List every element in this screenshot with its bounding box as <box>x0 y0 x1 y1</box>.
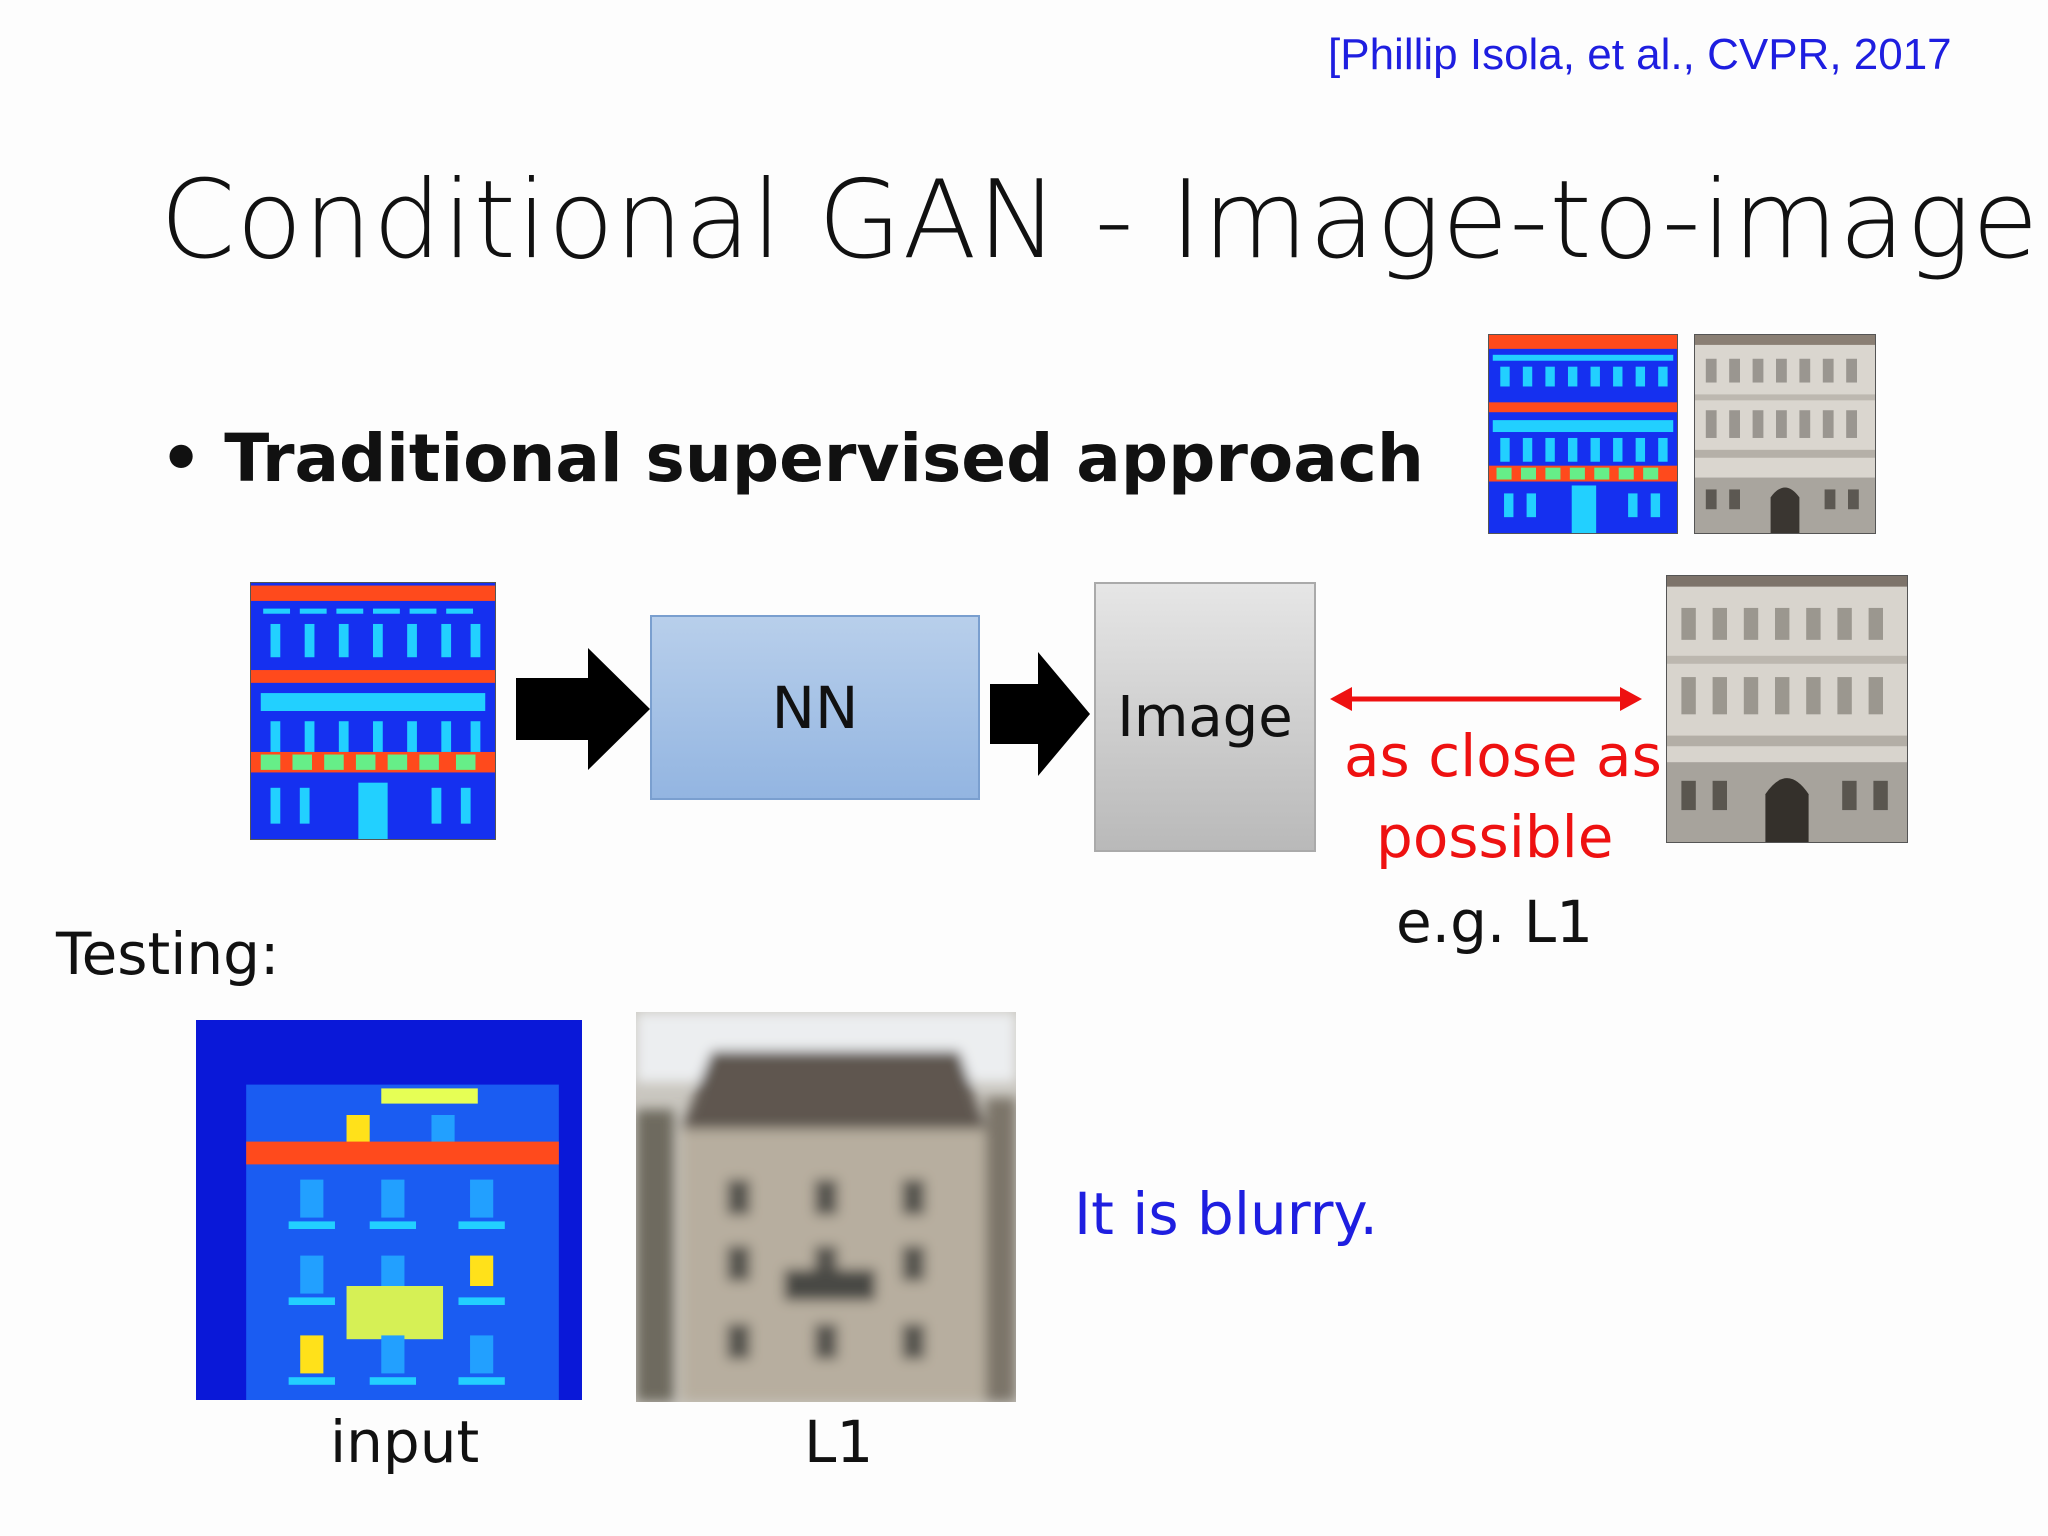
slide-title: Conditional GAN - Image-to-image <box>160 158 2040 283</box>
neural-network-box: NN <box>650 615 980 800</box>
bullet-text: Traditional supervised approach <box>224 420 1424 497</box>
output-image-box: Image <box>1094 582 1316 852</box>
loss-text-line1: as close as <box>1344 722 1662 790</box>
test-l1-output-image <box>636 1012 1016 1402</box>
example-label-map-thumbnail <box>1488 334 1678 534</box>
example-facade-photo-thumbnail <box>1694 334 1876 534</box>
arrow-right-icon <box>516 648 650 774</box>
loss-example: e.g. L1 <box>1396 888 1594 956</box>
input-caption: input <box>330 1408 480 1476</box>
loss-text-line2: possible <box>1376 803 1614 871</box>
target-facade-photo <box>1666 575 1908 843</box>
bullet-item: • Traditional supervised approach <box>160 420 1424 497</box>
citation: [Phillip Isola, et al., CVPR, 2017 <box>1328 30 1952 79</box>
test-input-label-map <box>196 1020 582 1400</box>
nn-label: NN <box>771 673 859 742</box>
bullet-symbol: • <box>160 420 203 497</box>
testing-label: Testing: <box>56 920 280 988</box>
l1-caption: L1 <box>804 1408 874 1476</box>
input-label-map <box>250 582 496 840</box>
double-arrow-icon <box>1330 684 1642 718</box>
image-label: Image <box>1117 684 1293 750</box>
blurry-comment: It is blurry. <box>1074 1180 1378 1248</box>
arrow-right-icon <box>990 652 1090 780</box>
